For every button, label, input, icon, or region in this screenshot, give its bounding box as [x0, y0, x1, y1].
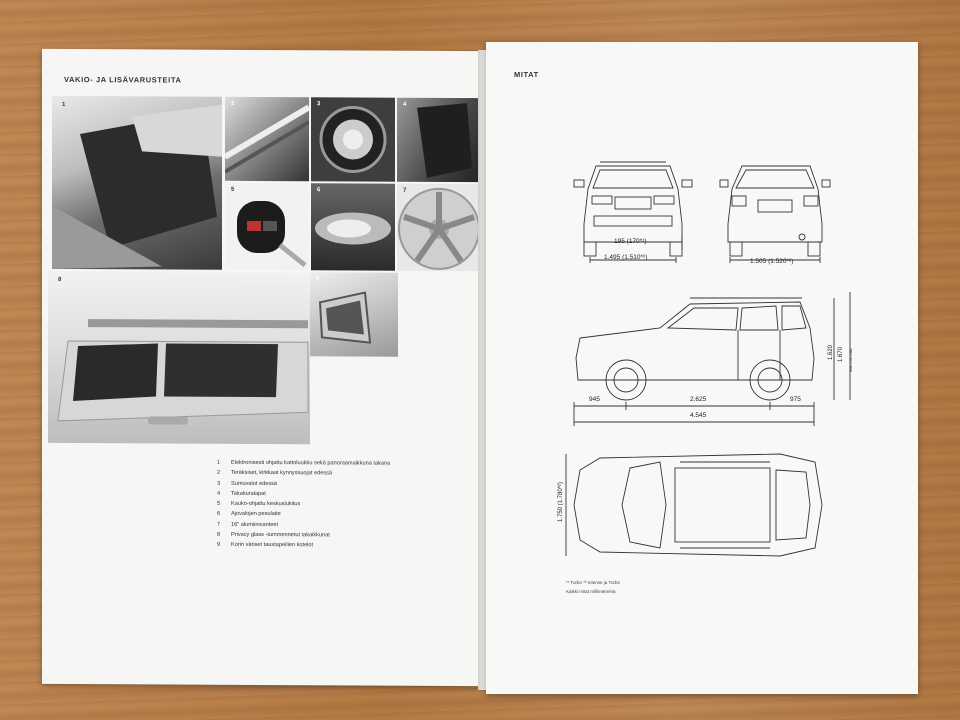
photo-number: 3: [317, 101, 321, 108]
photo-remote-key: 5: [225, 182, 309, 271]
photo-fog-light: 3: [311, 97, 395, 182]
page-heading: VAKIO- JA LISÄVARUSTEITA: [64, 74, 182, 85]
photo-headlight-washer: 6: [311, 183, 395, 271]
photo-number: 8: [58, 276, 62, 283]
dim-rear-overhang: 975: [790, 396, 801, 403]
photo-privacy-glass: 8: [48, 270, 310, 445]
side-view-drawing: [573, 292, 851, 426]
page-heading: MITAT: [514, 70, 539, 79]
rear-view-drawing: [719, 165, 831, 263]
dim-front-track: 1.495 (1.510*²): [604, 254, 648, 261]
dim-front-overhang: 945: [589, 396, 600, 403]
rails-note: with roof rails: [848, 348, 853, 372]
dim-height: 1.620: [828, 344, 834, 360]
sunroof-drawing: [52, 104, 222, 269]
mirror-drawing: [318, 291, 372, 344]
photo-mud-flaps: 4: [397, 97, 482, 183]
photo-mirror: 9: [310, 272, 398, 357]
dim-ground-clearance: 195 (170*¹): [614, 238, 647, 245]
photo-number: 1: [62, 101, 66, 108]
dim-height-rails: 1.670: [838, 346, 844, 362]
car-rear-drawing: [57, 319, 309, 425]
photo-number: 6: [317, 187, 321, 194]
dim-width: 1.750 (1.780*²): [558, 481, 564, 522]
brochure-right-page: MITAT 195 (170*¹) 1.495 (1.510*²): [486, 42, 918, 694]
photo-sunroof: 1: [52, 95, 222, 270]
wheel-drawing: [398, 187, 480, 270]
fog-light-drawing: [319, 105, 387, 173]
key-drawing: [237, 200, 307, 268]
front-view-drawing: [573, 161, 693, 263]
mudflap-drawing: [417, 103, 472, 178]
photo-sill-guards: 2: [225, 96, 309, 182]
photo-number: 5: [231, 186, 235, 193]
photo-number: 2: [231, 100, 235, 107]
dim-wheelbase: 2.625: [690, 396, 707, 403]
photo-number: 4: [403, 101, 407, 108]
dim-rear-track: 1.505 (1.520*²): [750, 258, 794, 265]
brochure-left-page: VAKIO- JA LISÄVARUSTEITA 1 2 3 4: [42, 48, 482, 687]
photo-number: 9: [316, 276, 320, 283]
dim-length: 4.545: [690, 412, 707, 419]
footnote-variants: *¹ Turbo *² Intense ja Turbo: [566, 580, 621, 585]
photo-alloy-wheel: 7: [397, 183, 482, 272]
photo-number: 7: [403, 187, 407, 194]
headlight-drawing: [315, 212, 391, 245]
sill-drawing: [225, 104, 309, 174]
footnote-units: Kaikki mitat millimetreinä: [566, 589, 616, 594]
top-view-drawing: [565, 453, 823, 557]
